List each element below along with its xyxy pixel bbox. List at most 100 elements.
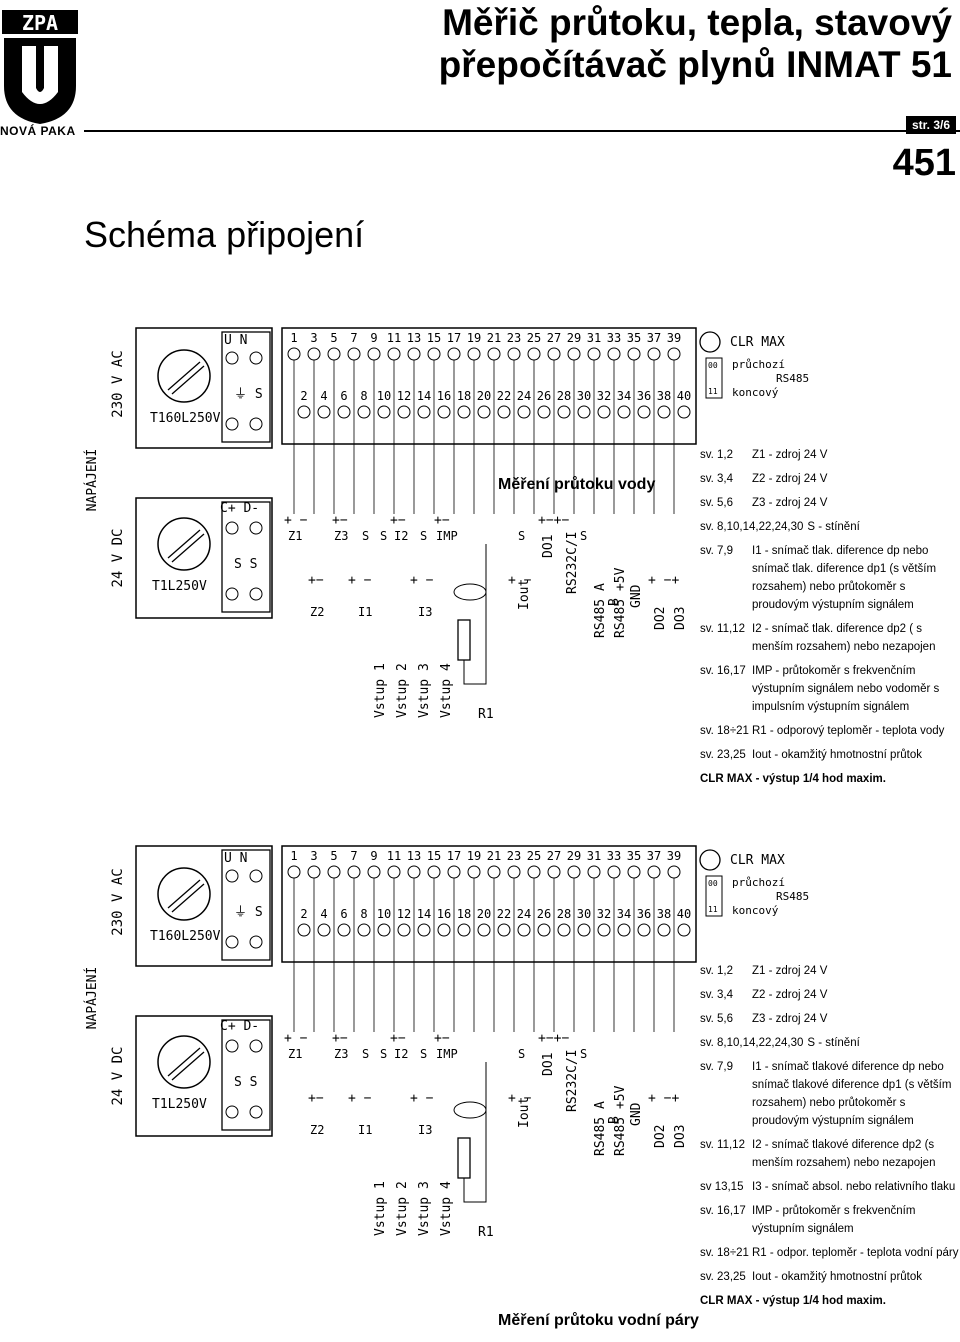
title-line-1: Měřič průtoku, tepla, stavový bbox=[442, 2, 952, 43]
header-rule bbox=[84, 130, 960, 132]
fuse-dc-label: T1L250V bbox=[152, 1097, 207, 1112]
polarity-label: +− bbox=[308, 573, 324, 588]
polarity-label: +− bbox=[434, 1031, 450, 1046]
screw-terminal bbox=[297, 405, 311, 419]
s-label: S bbox=[518, 1047, 525, 1061]
page-badge: str. 3/6 bbox=[905, 116, 956, 134]
screw-terminal bbox=[427, 347, 441, 361]
dc-supply-label: 24 V DC bbox=[110, 1046, 126, 1105]
screw-terminal bbox=[477, 923, 491, 937]
terminal-number: 18 bbox=[457, 907, 471, 921]
screw-terminal bbox=[447, 865, 461, 879]
screw-terminal bbox=[667, 865, 681, 879]
screw-terminal bbox=[407, 865, 421, 879]
terminal-number: 17 bbox=[447, 849, 461, 863]
imp-label: IMP bbox=[436, 1047, 458, 1061]
terminal-number: 3 bbox=[310, 849, 317, 863]
polarity-label: +− bbox=[308, 1091, 324, 1106]
fuse-dc-icon bbox=[157, 1035, 211, 1089]
terminal-number: 25 bbox=[527, 849, 541, 863]
screw-terminal bbox=[627, 865, 641, 879]
signal-label: RS485 A bbox=[593, 1101, 608, 1156]
polarity-label: + − bbox=[348, 1091, 372, 1106]
fuse-ac-label: T160L250V bbox=[150, 411, 221, 426]
screw-terminal bbox=[225, 351, 239, 365]
terminal-number: 26 bbox=[537, 907, 551, 921]
terminal-number: 3 bbox=[310, 331, 317, 345]
cd-block bbox=[221, 501, 271, 613]
fuse-ac-label: T160L250V bbox=[150, 929, 221, 944]
terminal-number: 35 bbox=[627, 331, 641, 345]
fuse-slot bbox=[167, 361, 201, 391]
terminal-number: 21 bbox=[487, 331, 501, 345]
polarity-label: + −+ bbox=[648, 573, 679, 588]
terminal-number: 10 bbox=[377, 907, 391, 921]
screw-terminal bbox=[487, 865, 501, 879]
fuse-slot bbox=[167, 879, 201, 909]
signal-label: RS485 +5V bbox=[613, 567, 628, 638]
terminal-number: 32 bbox=[597, 907, 611, 921]
terminal-number: 30 bbox=[577, 907, 591, 921]
screw-terminal bbox=[317, 923, 331, 937]
signal-label: B bbox=[607, 598, 622, 606]
cable-shield-icon bbox=[453, 1101, 487, 1119]
screw-terminal bbox=[567, 347, 581, 361]
screw-terminal bbox=[647, 865, 661, 879]
screw-terminal bbox=[225, 521, 239, 535]
terminal-number: 6 bbox=[340, 389, 347, 403]
cd-label: C+ D- bbox=[220, 1019, 259, 1034]
input-label: Vstup 2 bbox=[395, 1181, 410, 1236]
legend-value: S - stínění bbox=[807, 521, 860, 533]
screw-terminal bbox=[607, 865, 621, 879]
screw-terminal bbox=[297, 923, 311, 937]
signal-label: RS485 A bbox=[593, 583, 608, 638]
legend-value: Z1 - zdroj 24 V bbox=[752, 965, 828, 977]
legend-key: sv. 11,12 bbox=[700, 623, 745, 635]
screw-terminal bbox=[327, 347, 341, 361]
terminal-number: 16 bbox=[437, 389, 451, 403]
dip-label: 11 bbox=[708, 387, 718, 396]
terminal-number: 30 bbox=[577, 389, 591, 403]
screw-terminal bbox=[557, 405, 571, 419]
pass-label: průchozí bbox=[732, 358, 785, 371]
fuse-slot bbox=[171, 883, 205, 913]
dip-label: 00 bbox=[708, 879, 718, 888]
screw-terminal bbox=[607, 347, 621, 361]
input-label: Vstup 4 bbox=[439, 663, 454, 718]
screw-terminal bbox=[667, 347, 681, 361]
ac-module-box bbox=[135, 845, 273, 967]
terminal-number: 29 bbox=[567, 849, 581, 863]
legend-key: sv. 16,17 bbox=[700, 1205, 746, 1217]
screw-terminal bbox=[617, 405, 631, 419]
screw-terminal bbox=[657, 923, 671, 937]
r1-resistor-icon bbox=[457, 619, 471, 661]
legend-key: sv. 23,25 bbox=[700, 1271, 746, 1283]
screw-terminal bbox=[537, 405, 551, 419]
legend-key: sv 13,15 bbox=[700, 1181, 744, 1193]
terminal-number: 2 bbox=[300, 389, 307, 403]
terminal-number: 11 bbox=[387, 331, 401, 345]
screw-terminal bbox=[457, 405, 471, 419]
terminal-number: 40 bbox=[677, 389, 691, 403]
polarity-label: + − bbox=[508, 1091, 532, 1106]
screw-terminal bbox=[657, 405, 671, 419]
terminal-number: 1 bbox=[290, 849, 297, 863]
terminal-number: 27 bbox=[547, 849, 561, 863]
legend-key: sv. 3,4 bbox=[700, 473, 734, 485]
i3-label: I3 bbox=[418, 1123, 432, 1137]
screw-terminal bbox=[407, 347, 421, 361]
screw-terminal bbox=[347, 347, 361, 361]
screw-terminal bbox=[677, 923, 691, 937]
screw-terminal bbox=[427, 865, 441, 879]
fuse-slot bbox=[171, 365, 205, 395]
terminal-number: 34 bbox=[617, 389, 631, 403]
z3-label: Z3 bbox=[334, 1047, 348, 1061]
terminal-number: 40 bbox=[677, 907, 691, 921]
screw-terminal bbox=[249, 521, 263, 535]
terminal-number: 19 bbox=[467, 331, 481, 345]
fuse-ac-icon bbox=[157, 867, 211, 921]
